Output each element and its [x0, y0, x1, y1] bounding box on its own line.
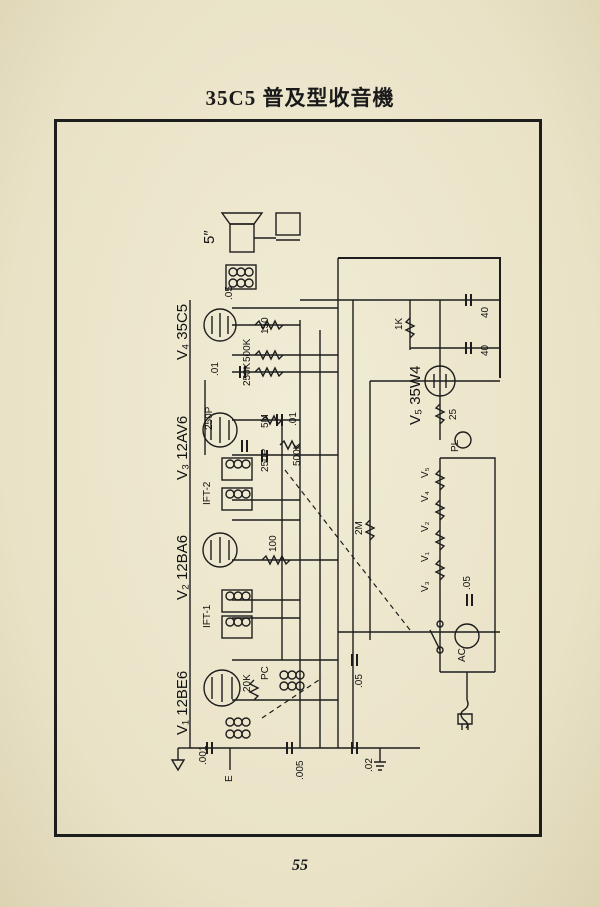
- heater-label-v5: V₅: [420, 467, 431, 478]
- tube-v2-icon: [202, 532, 238, 568]
- output-transformer-icon: [225, 264, 257, 290]
- value-r-250k: 250K: [242, 362, 253, 386]
- value-r-500k-vol: 500K: [292, 442, 303, 466]
- value-r-500k: 500K: [242, 338, 253, 362]
- tube-label-v4: V₄ 35C5: [174, 304, 191, 360]
- page-number: 55: [292, 857, 308, 874]
- speaker-size-label: 5″: [201, 230, 218, 244]
- tube-label-v1: V₁ 12BE6: [174, 671, 191, 735]
- tube-v5-icon: [424, 365, 456, 397]
- value-c-250p-a: 250P: [204, 406, 215, 430]
- heater-label-v3: V₃: [420, 581, 431, 592]
- value-c-01a: .01: [288, 412, 299, 426]
- value-r-2m: 2M: [354, 521, 365, 535]
- tube-label-v3: V₃ 12AV6: [174, 416, 191, 480]
- value-c-250p-b: 250P: [260, 448, 271, 472]
- value-r-25: 25: [448, 408, 459, 420]
- plug-icon: [457, 713, 473, 730]
- value-r-100: 100: [268, 535, 279, 552]
- value-c-02: .02: [364, 758, 375, 772]
- ground-icon: [374, 761, 386, 771]
- value-e: E: [224, 775, 235, 782]
- value-c-antenna: .001: [198, 745, 209, 765]
- tube-v1-icon: [203, 669, 241, 707]
- value-c-40a: 40: [480, 306, 491, 318]
- capacitor-icons: [206, 294, 473, 754]
- ift-2-label: IFT-2: [202, 481, 213, 505]
- value-c-005: .005: [295, 760, 306, 780]
- heater-label-v1: V₁: [420, 551, 431, 562]
- tube-v3-icon: [202, 412, 238, 448]
- value-r-1k: 1K: [394, 317, 405, 330]
- ift-2-icon: [221, 457, 253, 511]
- antenna-icon: [170, 759, 186, 772]
- oscillator-coil-icon: [279, 670, 305, 691]
- resistor-icons: [248, 317, 446, 701]
- value-pc: PC: [260, 666, 271, 680]
- power-switch-icon: [429, 620, 444, 654]
- tube-v4-icon: [203, 308, 237, 342]
- value-r-5m: 5M: [260, 414, 271, 428]
- schematic-frame: [54, 119, 542, 837]
- value-c-05-heater: .05: [462, 576, 473, 590]
- heater-label-v2: V₂: [420, 521, 431, 532]
- value-r-150: 150: [260, 317, 271, 334]
- value-c-05a: .05: [354, 674, 365, 688]
- heater-label-v4: V₄: [420, 491, 431, 502]
- value-c-05-output: .05: [224, 286, 235, 300]
- value-c-01b: .01: [210, 362, 221, 376]
- tube-label-v2: V₂ 12BA6: [174, 535, 191, 600]
- ift-1-icon: [221, 589, 253, 639]
- tube-label-v5: V₅ 35W4: [407, 366, 424, 425]
- value-c-40b: 40: [480, 344, 491, 356]
- value-r-20k: 20K: [242, 674, 253, 692]
- ift-1-label: IFT-1: [202, 604, 213, 628]
- speaker-icon: [220, 212, 301, 253]
- value-pl: PL: [450, 439, 461, 452]
- ac-source-icon: [454, 623, 480, 649]
- pilot-lamp-icon: [454, 431, 472, 449]
- wiring: [177, 257, 501, 770]
- value-ac: AC: [457, 648, 468, 662]
- page-title: 35C5 普及型收音機: [205, 86, 395, 110]
- antenna-coil-icon: [225, 717, 251, 739]
